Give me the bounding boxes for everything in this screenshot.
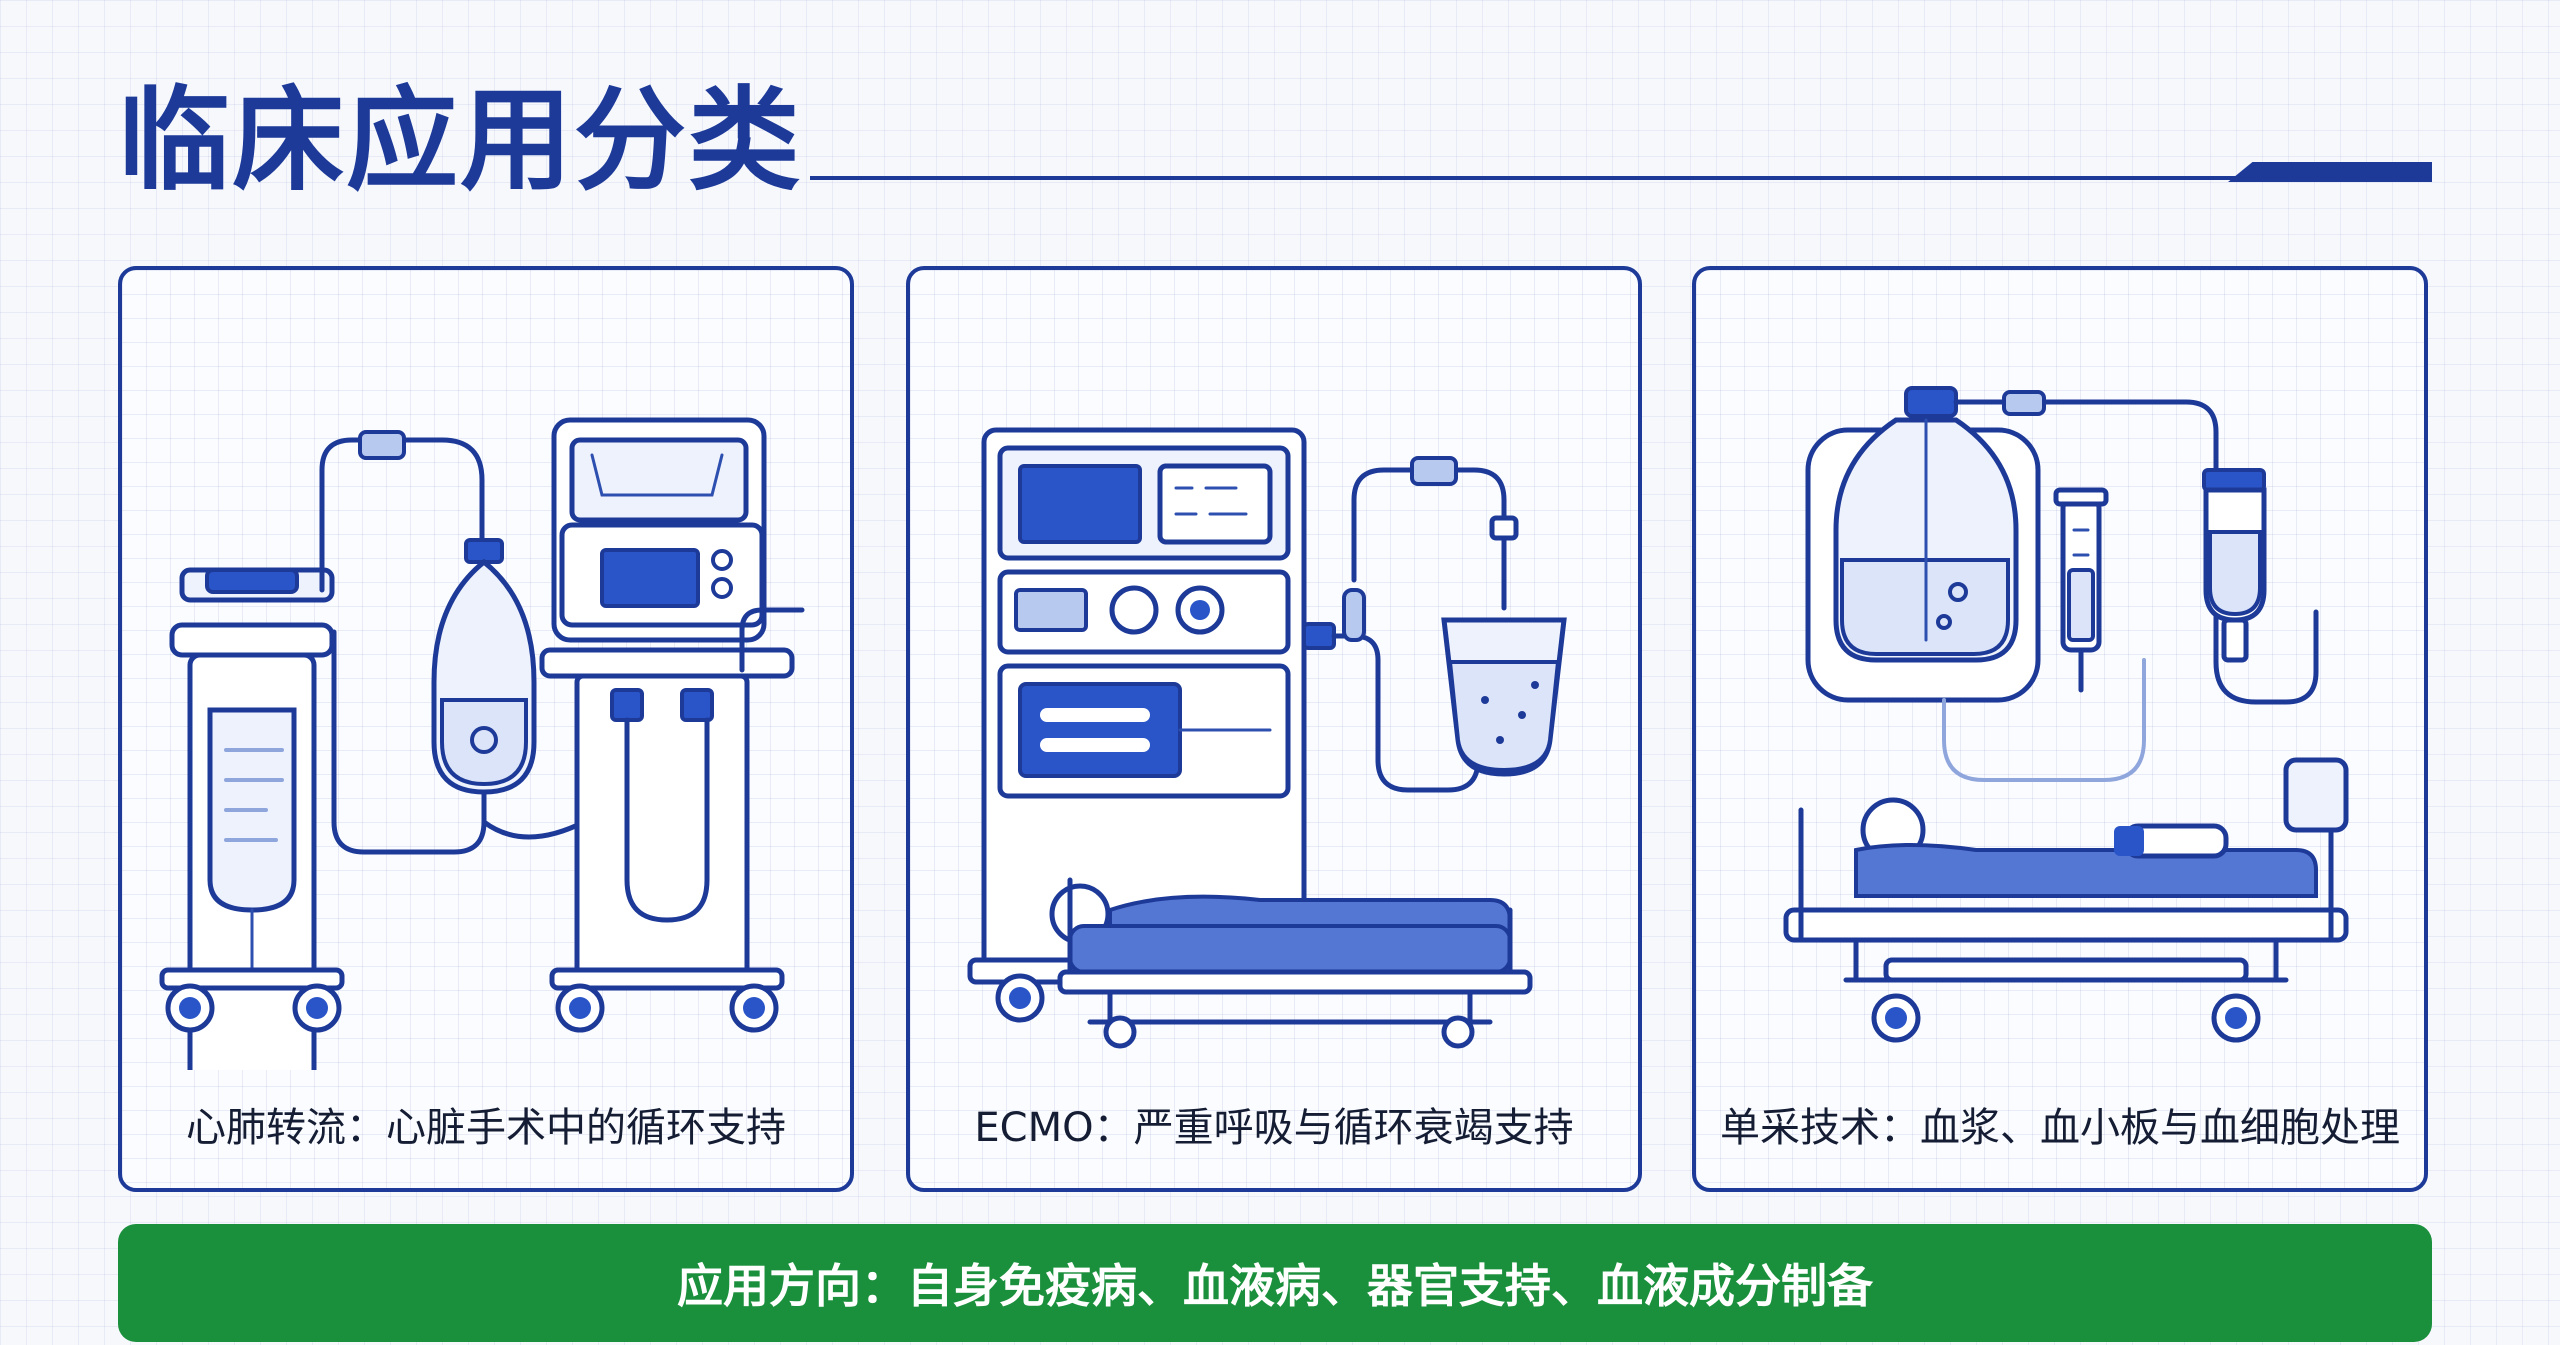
cardiopulmonary-bypass-machine-icon <box>159 417 805 1070</box>
application-direction-banner: 应用方向：自身免疫病、血液病、器官支持、血液成分制备 <box>118 1224 2432 1342</box>
card-ecmo: ECMO：严重呼吸与循环衰竭支持 <box>906 266 1642 1192</box>
ecmo-machine-with-patient-icon <box>967 427 1567 1049</box>
apheresis-setup-with-patient-bed-icon <box>1783 386 2349 1043</box>
card-caption: ECMO：严重呼吸与循环衰竭支持 <box>974 1105 1574 1151</box>
page-title: 临床应用分类 <box>118 76 802 206</box>
card-apheresis: 单采技术：血浆、血小板与血细胞处理 <box>1692 266 2428 1192</box>
title-divider <box>810 176 2432 180</box>
card-caption: 心肺转流：心脏手术中的循环支持 <box>186 1105 786 1151</box>
banner-text: 应用方向：自身免疫病、血液病、器官支持、血液成分制备 <box>677 1259 1873 1313</box>
title-divider-accent <box>2228 162 2432 182</box>
card-cardiopulmonary-bypass: 心肺转流：心脏手术中的循环支持 <box>118 266 854 1192</box>
card-caption: 单采技术：血浆、血小板与血细胞处理 <box>1720 1105 2400 1151</box>
